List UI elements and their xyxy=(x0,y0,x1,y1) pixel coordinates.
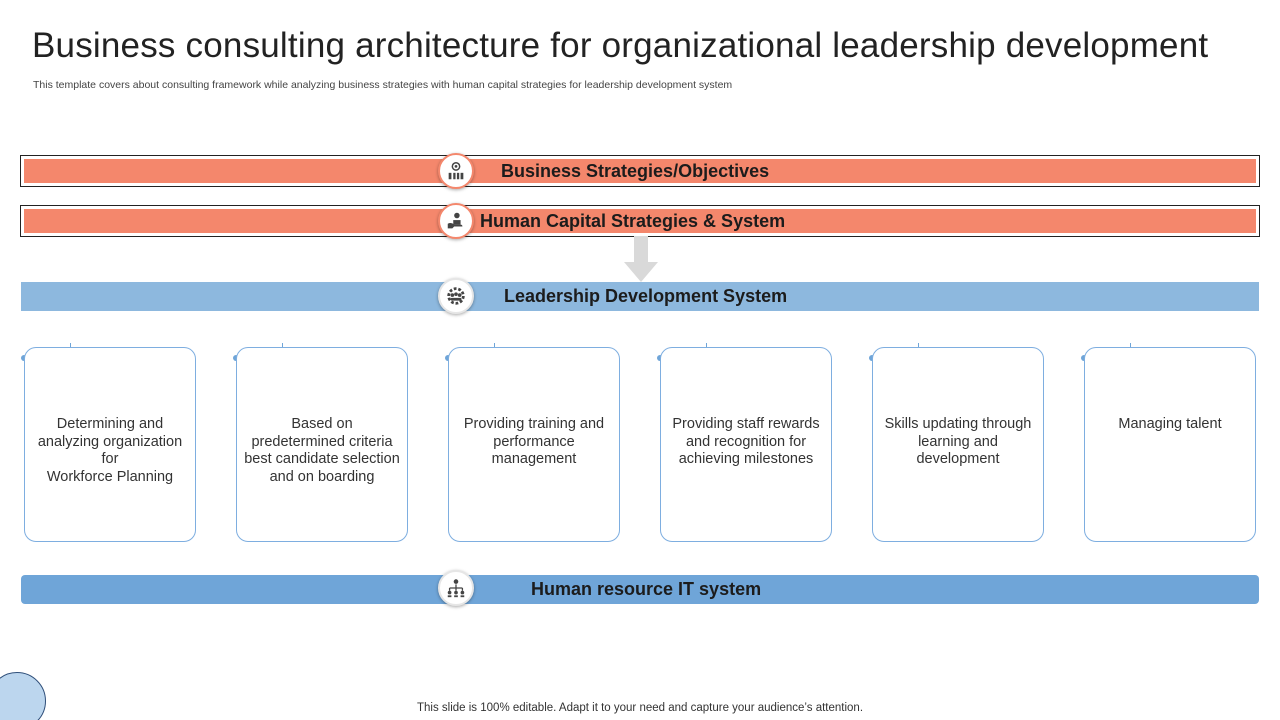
hand-person-icon xyxy=(438,203,474,239)
page-title: Business consulting architecture for org… xyxy=(32,26,1209,65)
card-text: Providing training and performance manag… xyxy=(463,416,605,467)
card-training: Providing training and performance manag… xyxy=(448,347,620,542)
footer-note: This slide is 100% editable. Adapt it to… xyxy=(416,702,864,714)
leadership-development-label: Leadership Development System xyxy=(504,286,788,306)
card-skills-updating: Skills updating through learning and dev… xyxy=(872,347,1044,542)
card-staff-rewards: Providing staff rewards and recognition … xyxy=(660,347,832,542)
human-capital-label: Human Capital Strategies & System xyxy=(480,210,786,231)
card-candidate-selection: Based on predetermined criteria best can… xyxy=(236,347,408,542)
card-text: Determining and analyzing organization f… xyxy=(37,416,183,485)
business-strategies-label: Business Strategies/Objectives xyxy=(501,160,770,181)
team-leader-icon xyxy=(438,153,474,189)
card-text: Based on predetermined criteria best can… xyxy=(244,416,400,485)
leadership-development-bar: Leadership Development System xyxy=(21,282,1259,311)
down-arrow-icon xyxy=(624,236,658,282)
business-strategies-bar: Business Strategies/Objectives xyxy=(20,155,1260,187)
card-workforce-planning: Determining and analyzing organization f… xyxy=(24,347,196,542)
org-chart-icon xyxy=(438,570,474,606)
page-subtitle: This template covers about consulting fr… xyxy=(33,79,733,91)
business-strategies-fill xyxy=(24,159,1256,183)
card-managing-talent: Managing talent xyxy=(1084,347,1256,542)
card-text: Providing staff rewards and recognition … xyxy=(672,416,820,467)
human-capital-fill xyxy=(24,209,1256,233)
hr-it-system-label: Human resource IT system xyxy=(531,579,762,599)
human-capital-bar: Human Capital Strategies & System xyxy=(20,205,1260,237)
card-text: Skills updating through learning and dev… xyxy=(884,416,1032,467)
hr-it-system-bar: Human resource IT system xyxy=(21,575,1259,604)
card-text: Managing talent xyxy=(1118,416,1222,432)
gear-team-icon xyxy=(438,278,474,314)
